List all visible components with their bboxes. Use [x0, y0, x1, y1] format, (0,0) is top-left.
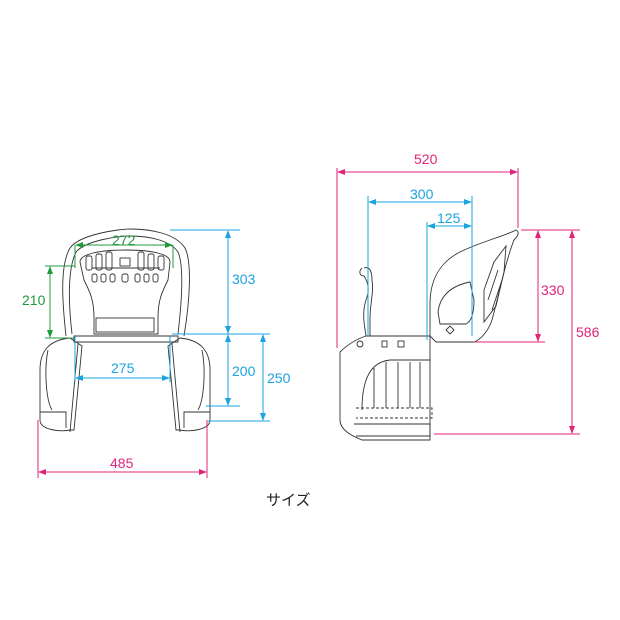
dim-front-seat-to-bottom: 250 — [267, 370, 291, 386]
side-view-seat-drawing — [339, 229, 519, 441]
dim-front-backrest-inner-width: 272 — [112, 232, 136, 248]
dim-front-overall-width: 485 — [110, 455, 134, 471]
diagram-caption: サイズ — [266, 492, 311, 509]
dim-side-seat-depth: 300 — [410, 186, 434, 202]
dim-side-backrest-height: 330 — [541, 282, 565, 298]
dim-front-seat-to-foot: 200 — [232, 363, 256, 379]
dim-front-backrest-height: 303 — [232, 271, 256, 287]
front-view-seat-drawing — [39, 228, 211, 433]
dim-front-backrest-inner-height: 210 — [22, 292, 46, 308]
dim-side-backrest-offset: 125 — [437, 210, 461, 226]
side-view-dimension-lines — [336, 168, 580, 435]
dim-side-overall-depth: 520 — [414, 151, 438, 167]
front-view-dimension-lines — [37, 229, 270, 478]
dim-side-overall-height: 586 — [576, 324, 600, 340]
dim-front-foot-inner-width: 275 — [111, 360, 135, 376]
